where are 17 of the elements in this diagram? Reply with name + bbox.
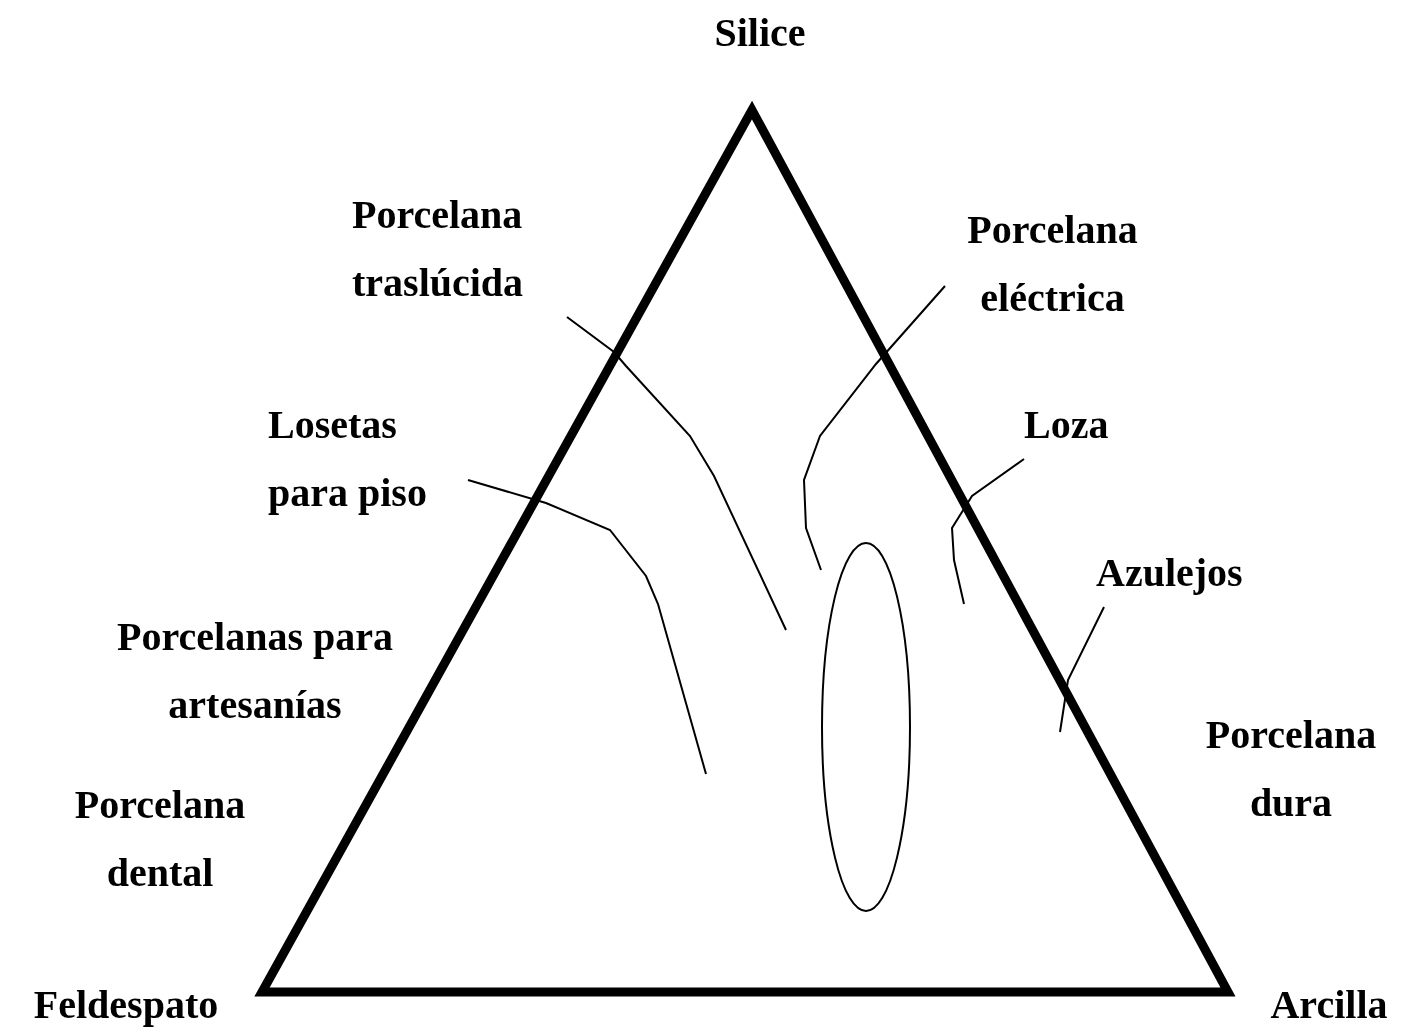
region-label: Losetas para piso (268, 391, 468, 527)
leader-line (467, 479, 707, 775)
region-label: Porcelana traslúcida (352, 181, 567, 317)
leader-line (803, 285, 946, 571)
vertex-label: Silice (713, 9, 807, 57)
region-label: Azulejos (1096, 539, 1276, 607)
region-label: Porcelana dura (1204, 711, 1378, 827)
region-label: Porcelana eléctrica (945, 196, 1160, 332)
leader-line (951, 458, 1025, 605)
leader-line (1059, 606, 1105, 733)
region-label: Loza (1024, 391, 1134, 459)
leader-line (566, 316, 787, 631)
region-label: Porcelana dental (73, 781, 247, 897)
region-label: Porcelanas para artesanías (116, 613, 394, 729)
vertex-label: Feldespato (32, 981, 220, 1029)
vertex-label: Arcilla (1269, 981, 1389, 1029)
region-ellipse (821, 542, 911, 912)
